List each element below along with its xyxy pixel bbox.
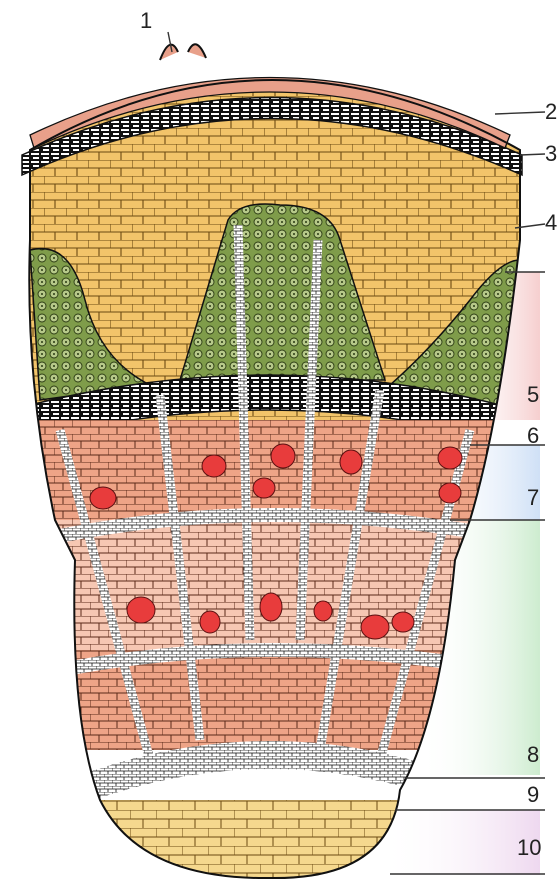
secretory-cell [202,455,226,477]
label-8: 8 [527,744,539,766]
label-10: 10 [517,837,541,859]
label-3: 3 [545,143,557,165]
secretory-cell [127,597,155,623]
label-5: 5 [527,384,539,406]
leader-line-2 [495,112,545,114]
label-6: 6 [527,425,539,447]
secretory-cell [361,615,389,639]
secretory-cell [439,483,461,503]
label-4: 4 [545,212,557,234]
secretory-cell [253,478,275,498]
secretory-cell [314,601,332,621]
secretory-cell [90,487,116,509]
label-7: 7 [527,487,539,509]
secretory-cell [271,444,295,468]
leader-line-3 [520,154,545,155]
label-9: 9 [527,784,539,806]
lenticel [160,44,206,60]
label-1: 1 [140,10,152,32]
secretory-cell [260,593,282,621]
band-10 [380,810,540,875]
secretory-cell [392,612,414,632]
secretory-cell [438,447,462,469]
secretory-cell [200,611,220,633]
label-2: 2 [545,101,557,123]
secretory-cell [340,450,362,474]
